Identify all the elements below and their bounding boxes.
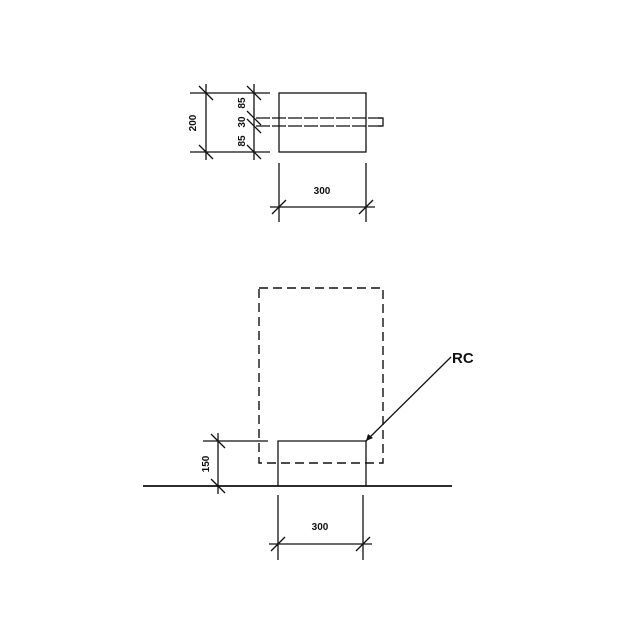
vertical-dimensions: [190, 84, 270, 160]
dashed-outline: [258, 287, 384, 464]
footing: [277, 440, 367, 486]
width-dimension: [270, 163, 375, 222]
block-outline: [278, 92, 367, 153]
dim-width-section: 300: [312, 522, 329, 533]
dim-seg-bottom: 85: [237, 135, 248, 147]
dim-width-top: 300: [314, 186, 331, 197]
slot: [256, 117, 384, 127]
leader: [365, 356, 452, 442]
dim-height-total: 200: [188, 114, 199, 131]
dim-seg-mid: 30: [237, 116, 248, 128]
height-dimension: [203, 433, 268, 494]
top-view: 200 85 30 85 300: [188, 84, 384, 222]
dim-seg-top: 85: [237, 97, 248, 109]
width-dimension-section: [269, 495, 372, 560]
section-view: 150 RC 300: [143, 287, 474, 560]
dim-height-section: 150: [201, 455, 212, 472]
label-rc: RC: [452, 350, 474, 367]
